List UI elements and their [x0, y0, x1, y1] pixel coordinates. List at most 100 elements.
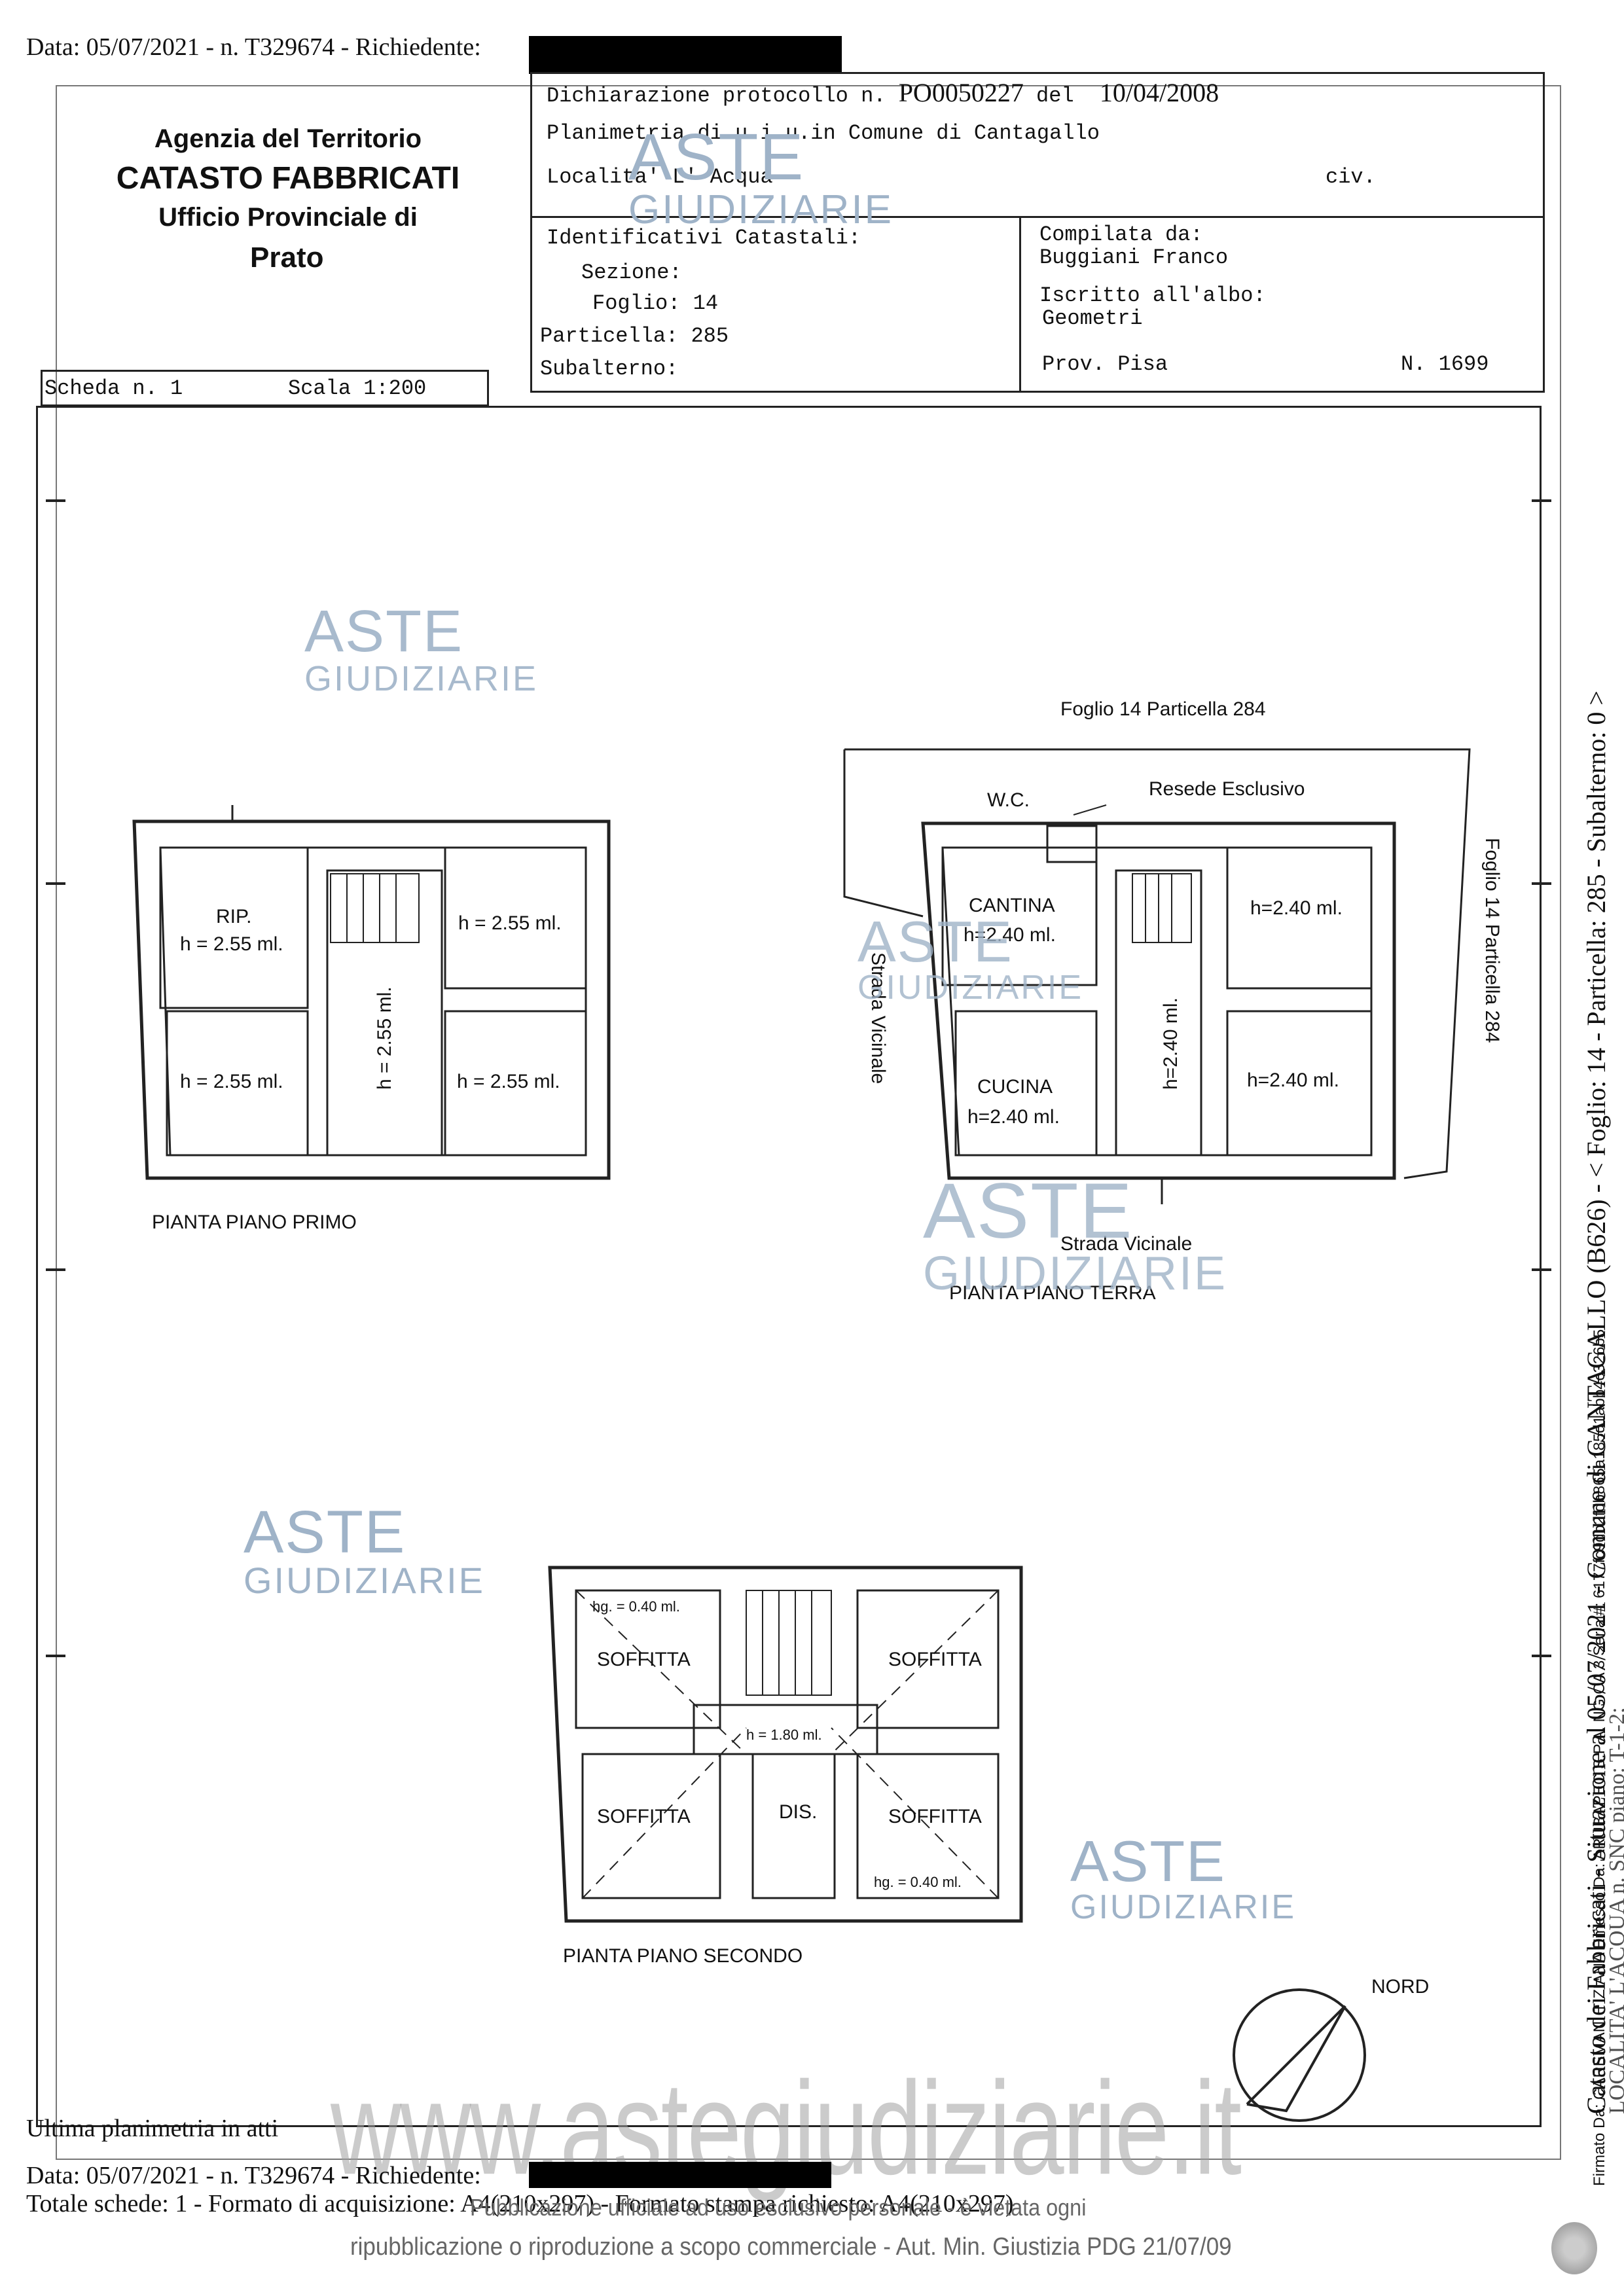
- secondo-hg-top: hg. = 0.40 ml.: [592, 1598, 680, 1615]
- secondo-soffitta-tl: SOFFITTA: [597, 1649, 691, 1670]
- scheda-box: [41, 370, 489, 406]
- primo-rip-room: [159, 846, 309, 1009]
- albo-value: Geometri: [1042, 306, 1143, 331]
- terra-wc-label: W.C.: [987, 789, 1030, 811]
- compilata-title: Compilata da:: [1039, 223, 1203, 247]
- secondo-room-tr: [856, 1589, 1000, 1729]
- terra-foglio-right: Foglio 14 Particella 284: [1481, 838, 1503, 1043]
- primo-stairs: [330, 873, 420, 943]
- terra-wc: [1046, 825, 1098, 863]
- protocol-date: 10/04/2008: [1099, 78, 1219, 107]
- secondo-soffitta-br: SOFFITTA: [888, 1806, 982, 1827]
- declaration-divider-v: [1019, 216, 1021, 393]
- outer-frame: [56, 85, 1561, 2160]
- terra-plot-boundary: [844, 748, 1471, 1179]
- primo-bottom-left-room: [166, 1010, 309, 1157]
- protocol-number: PO0050227: [898, 78, 1024, 107]
- secondo-soffitta-bl: SOFFITTA: [597, 1806, 691, 1827]
- primo-rip-label: RIP.: [216, 906, 251, 927]
- terra-foglio-top: Foglio 14 Particella 284: [1060, 698, 1266, 720]
- ufficio-city: Prato: [250, 242, 324, 274]
- terra-right-bottom-room: [1226, 1010, 1373, 1157]
- declaration-box: [530, 72, 1545, 393]
- terra-cantina-room: [941, 846, 1098, 986]
- secondo-room-tl: [575, 1589, 721, 1729]
- secondo-title: PIANTA PIANO SECONDO: [563, 1945, 803, 1967]
- secondo-outline: [548, 1566, 1023, 1923]
- catasto-title: CATASTO FABBRICATI: [116, 161, 460, 196]
- sezione-label: Sezione:: [581, 260, 682, 285]
- terra-right-top-room: [1226, 846, 1373, 990]
- terra-resede: Resede Esclusivo: [1149, 778, 1305, 800]
- numero-label: N. 1699: [1401, 352, 1489, 376]
- civ-label: civ.: [1326, 165, 1376, 189]
- terra-strada-bottom: Strada Vicinale: [1060, 1233, 1192, 1255]
- publication-notice-1: Pubblicazione ufficiale ad uso esclusivo…: [470, 2194, 1087, 2221]
- nord-label: NORD: [1371, 1976, 1429, 1998]
- terra-corridor-h: h=2.40 ml.: [1160, 997, 1182, 1090]
- north-arrow-circle: [1233, 1988, 1366, 2122]
- secondo-room-br: [856, 1753, 1000, 1899]
- agency-name: Agenzia del Territorio: [154, 124, 422, 153]
- secondo-dis: [751, 1753, 836, 1899]
- declaration-divider-h: [530, 216, 1545, 218]
- primo-rip-h: h = 2.55 ml.: [180, 933, 283, 955]
- terra-cucina-label: CUCINA: [977, 1076, 1053, 1098]
- secondo-soffitta-tr: SOFFITTA: [888, 1649, 982, 1670]
- terra-outline: [921, 821, 1396, 1180]
- primo-title: PIANTA PIANO PRIMO: [152, 1211, 357, 1233]
- side-firmato-text: Firmato Da: CAREMANI TIZIANA Emesso Da: …: [1591, 1329, 1608, 2186]
- identificativi-title: Identificativi Catastali:: [547, 226, 861, 250]
- terra-corridor: [1115, 869, 1202, 1157]
- primo-corridor: [326, 869, 443, 1157]
- redacted-name-top: [529, 36, 842, 74]
- north-arrow: [1246, 2005, 1346, 2113]
- primo-right-top-h: h = 2.55 ml.: [458, 912, 562, 934]
- primo-corridor-h: h = 2.55 ml.: [374, 986, 395, 1090]
- primo-right-bottom-room: [444, 1010, 587, 1157]
- terra-cantina-label: CANTINA: [969, 895, 1055, 916]
- date-prefix: del: [1036, 84, 1074, 108]
- seal-icon: [1551, 2222, 1597, 2274]
- primo-bottom-left-h: h = 2.55 ml.: [180, 1071, 283, 1092]
- secondo-hg-bottom: hg. = 0.40 ml.: [874, 1874, 962, 1890]
- secondo-center-h: h = 1.80 ml.: [746, 1727, 822, 1743]
- terra-strada-left: Strada Vicinale: [867, 952, 889, 1084]
- terra-cantina-h: h=2.40 ml.: [964, 924, 1056, 946]
- drawing-area: [36, 406, 1542, 2127]
- publication-notice-2: ripubblicazione o riproduzione a scopo c…: [350, 2233, 1232, 2261]
- terra-title: PIANTA PIANO TERRA: [949, 1282, 1156, 1304]
- prov-label: Prov. Pisa: [1042, 352, 1168, 376]
- agency-block: Agenzia del Territorio CATASTO FABBRICAT…: [72, 124, 504, 274]
- primo-right-top-room: [444, 846, 587, 990]
- terra-stairs: [1132, 873, 1192, 943]
- planimetria-line: Planimetria di u.i.u.in Comune di Cantag…: [547, 121, 1100, 145]
- localita-line: Localita' L' Acqua: [547, 165, 773, 189]
- header-data-line: Data: 05/07/2021 - n. T329674 - Richiede…: [26, 33, 481, 61]
- footer-totale: Totale schede: 1 - Formato di acquisizio…: [26, 2190, 1014, 2217]
- ufficio-label: Ufficio Provinciale di: [158, 203, 418, 232]
- ultima-planimetria: Ultima planimetria in atti: [26, 2115, 279, 2142]
- scheda-label: Scheda n. 1: [45, 376, 183, 401]
- scala-label: Scala 1:200: [288, 376, 427, 401]
- secondo-dis-label: DIS.: [779, 1801, 817, 1823]
- particella-label: Particella: 285: [540, 324, 729, 348]
- primo-outline: [132, 819, 611, 1180]
- secondo-stairs: [746, 1590, 832, 1696]
- iscritto-label: Iscritto all'albo:: [1039, 283, 1266, 308]
- subalterno-label: Subalterno:: [540, 357, 679, 381]
- protocol-prefix: Dichiarazione protocollo n.: [547, 84, 886, 108]
- protocol-line: Dichiarazione protocollo n. PO0050227 de…: [547, 77, 1219, 108]
- terra-right-bottom-h: h=2.40 ml.: [1247, 1069, 1339, 1091]
- footer-data-line: Data: 05/07/2021 - n. T329674 - Richiede…: [26, 2162, 481, 2189]
- primo-right-bottom-h: h = 2.55 ml.: [457, 1071, 560, 1092]
- terra-right-top-h: h=2.40 ml.: [1250, 897, 1343, 919]
- compilata-name: Buggiani Franco: [1039, 245, 1229, 270]
- foglio-label: Foglio: 14: [592, 291, 719, 315]
